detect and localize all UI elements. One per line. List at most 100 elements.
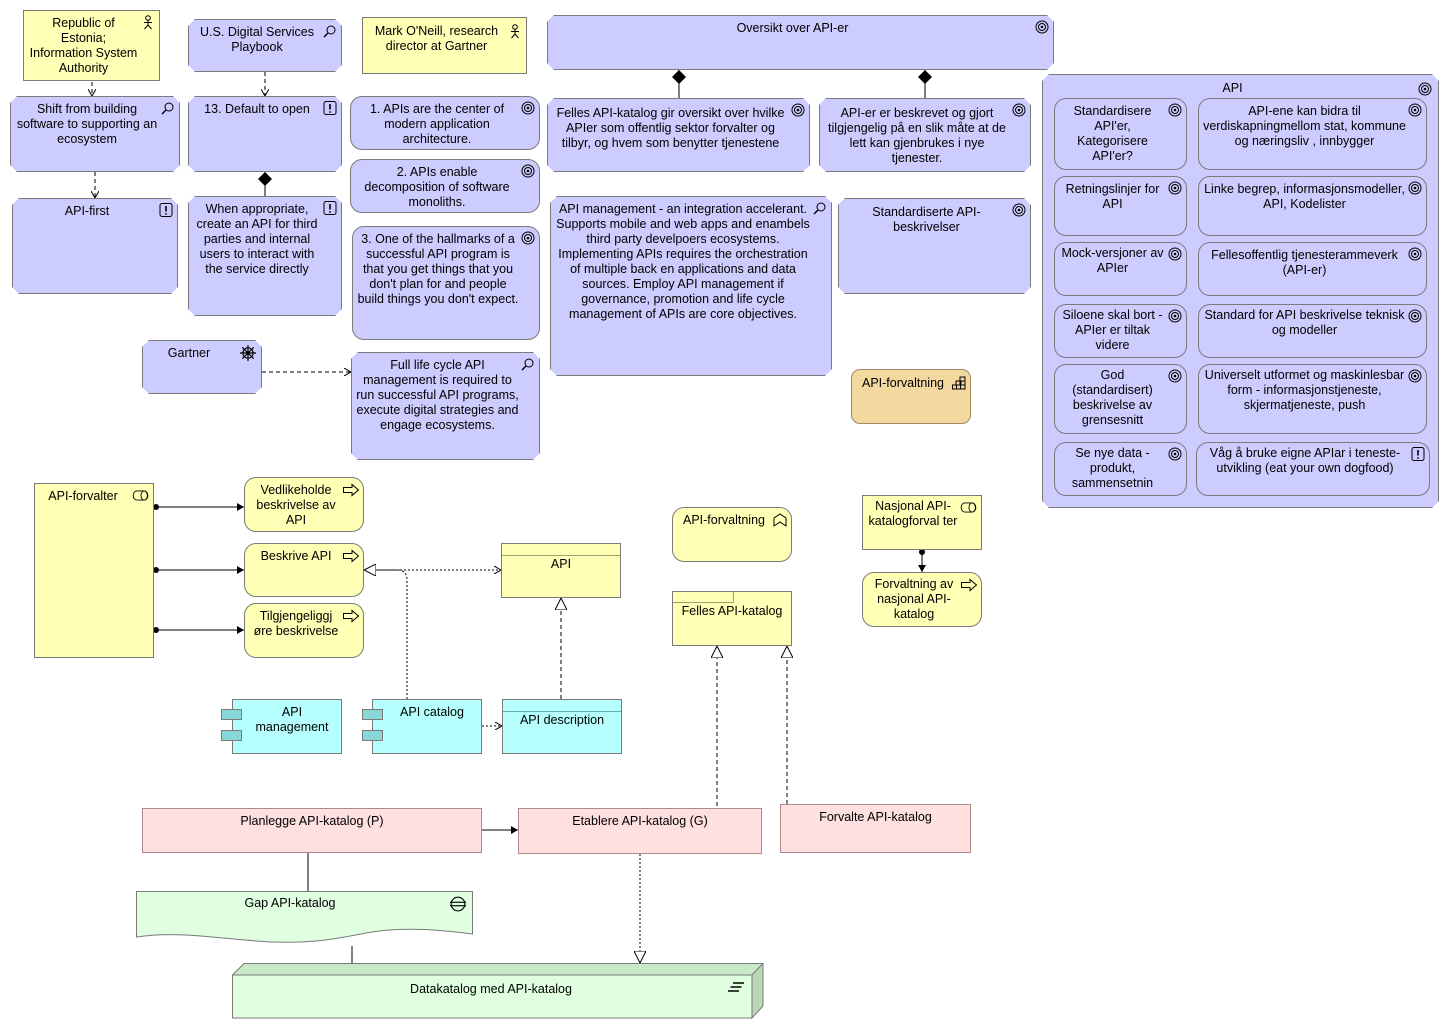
estonia-label: Republic of Estonia; Information System … bbox=[29, 16, 138, 75]
object-divider bbox=[502, 555, 620, 556]
beskrive-label: Beskrive API bbox=[260, 549, 332, 563]
standard-besk-label: Standard for API beskrivelse teknisk og … bbox=[1204, 308, 1405, 337]
component-tab-icon bbox=[362, 730, 383, 741]
standardiserte-goal[interactable]: Standardiserte API-beskrivelser bbox=[838, 198, 1031, 294]
target-icon bbox=[1168, 103, 1182, 117]
product-tab bbox=[673, 592, 734, 603]
god-goal[interactable]: God (standardisert) beskrivelse av grens… bbox=[1054, 364, 1187, 434]
linke-label: Linke begrep, informasjonsmodeller, API,… bbox=[1204, 182, 1405, 211]
target-icon bbox=[1418, 82, 1432, 96]
api-management-driver[interactable]: API management - an integration accelera… bbox=[550, 196, 832, 376]
api-forvalter-label: API-forvalter bbox=[48, 489, 118, 503]
gartner-goal-3-label: 3. One of the hallmarks of a successful … bbox=[357, 232, 519, 306]
target-icon bbox=[1168, 247, 1182, 261]
universelt-label: Universelt utformet og maskinlesbar form… bbox=[1204, 368, 1405, 412]
when-appropriate-label: When appropriate, create an API for thir… bbox=[196, 202, 318, 276]
gap-shape[interactable] bbox=[136, 891, 473, 949]
siloene-goal[interactable]: Siloene skal bort - APIer er tiltak vide… bbox=[1054, 304, 1187, 358]
planlegge-work-package[interactable]: Planlegge API-katalog (P) bbox=[142, 808, 482, 853]
process-arrow-icon bbox=[961, 578, 978, 592]
vedlikeholde-label: Vedlikeholde beskrivelse av API bbox=[256, 483, 336, 527]
function-icon bbox=[773, 513, 787, 527]
gartner-goal-2[interactable]: 2. APIs enable decomposition of software… bbox=[350, 159, 540, 213]
oversikt-label: Oversikt over API-er bbox=[736, 21, 849, 35]
se-nye-goal[interactable]: Se nye data - produkt, sammensetnin bbox=[1054, 442, 1187, 496]
component-tab-icon bbox=[221, 730, 242, 741]
felles-oversikt-goal[interactable]: Felles API-katalog gir oversikt over hvi… bbox=[547, 98, 810, 172]
principle-icon bbox=[159, 203, 173, 217]
datakatalog-plateau[interactable] bbox=[232, 963, 764, 1019]
driver-icon bbox=[240, 345, 256, 361]
api-catalog-component[interactable]: API catalog bbox=[372, 699, 482, 754]
gap-label: Gap API-katalog bbox=[244, 896, 336, 910]
oversikt-goal[interactable]: Oversikt over API-er bbox=[547, 15, 1054, 70]
estonia-stakeholder[interactable]: Republic of Estonia; Information System … bbox=[23, 10, 160, 81]
principle-icon bbox=[323, 201, 337, 215]
full-lifecycle-label: Full life cycle API management is requir… bbox=[356, 358, 519, 432]
target-icon bbox=[1168, 369, 1182, 383]
api-description-data-object[interactable]: API description bbox=[502, 699, 622, 754]
felles-katalog-product[interactable]: Felles API-katalog bbox=[672, 591, 792, 646]
mock-goal[interactable]: Mock-versjoner av APIer bbox=[1054, 242, 1187, 296]
felles-katalog-label: Felles API-katalog bbox=[681, 604, 783, 618]
verdiskaping-goal[interactable]: API-ene kan bidra til verdiskapningmello… bbox=[1198, 98, 1427, 170]
default-open-label: 13. Default to open bbox=[204, 102, 310, 116]
api-forvaltning-capability[interactable]: API-forvaltning bbox=[672, 507, 792, 562]
vag-goal[interactable]: Våg å bruke eigne APIar i teneste-utvikl… bbox=[1196, 442, 1430, 496]
mark-oneill-stakeholder[interactable]: Mark O'Neill, research director at Gartn… bbox=[362, 17, 527, 74]
api-first-label: API-first bbox=[64, 204, 110, 218]
standard-besk-goal[interactable]: Standard for API beskrivelse teknisk og … bbox=[1198, 304, 1427, 358]
gartner-goal-3[interactable]: 3. One of the hallmarks of a successful … bbox=[352, 226, 540, 340]
fellesoffentlig-goal[interactable]: Fellesoffentlig tjenesterammeverk (API-e… bbox=[1198, 242, 1427, 296]
universelt-goal[interactable]: Universelt utformet og maskinlesbar form… bbox=[1198, 364, 1427, 434]
target-icon bbox=[521, 101, 535, 115]
full-lifecycle-driver[interactable]: Full life cycle API management is requir… bbox=[351, 352, 540, 460]
linke-goal[interactable]: Linke begrep, informasjonsmodeller, API,… bbox=[1198, 176, 1427, 236]
api-forvalter-role[interactable]: API-forvalter bbox=[34, 483, 154, 658]
datakatalog-label: Datakatalog med API-katalog bbox=[410, 982, 572, 996]
gartner-driver[interactable]: Gartner bbox=[142, 340, 262, 394]
gartner-goal-1[interactable]: 1. APIs are the center of modern applica… bbox=[350, 96, 540, 150]
beskrive-process[interactable]: Beskrive API bbox=[244, 543, 364, 597]
retningslinjer-label: Retningslinjer for API bbox=[1065, 182, 1160, 211]
retningslinjer-goal[interactable]: Retningslinjer for API bbox=[1054, 176, 1187, 236]
role-icon bbox=[960, 502, 977, 513]
fellesoffentlig-label: Fellesoffentlig tjenesterammeverk (API-e… bbox=[1211, 248, 1398, 277]
verdiskaping-label: API-ene kan bidra til verdiskapningmello… bbox=[1203, 104, 1406, 148]
conn-catalog-beskrive bbox=[364, 570, 408, 699]
api-forvaltning-work-package[interactable]: API-forvaltning bbox=[851, 369, 971, 424]
grid-icon bbox=[952, 376, 966, 390]
target-icon bbox=[1168, 447, 1182, 461]
default-open-principle[interactable]: 13. Default to open bbox=[188, 96, 342, 172]
forvalte-work-package[interactable]: Forvalte API-katalog bbox=[780, 804, 971, 853]
tilgjengelig-label: Tilgjengeliggj øre beskrivelse bbox=[253, 609, 339, 638]
beskrevet-goal[interactable]: API-er er beskrevet og gjort tilgjengeli… bbox=[819, 98, 1031, 172]
when-appropriate-principle[interactable]: When appropriate, create an API for thir… bbox=[188, 196, 342, 316]
felles-oversikt-label: Felles API-katalog gir oversikt over hvi… bbox=[556, 106, 785, 150]
principle-icon bbox=[1411, 447, 1425, 461]
shift-driver[interactable]: Shift from building software to supporti… bbox=[10, 96, 180, 172]
std-kat-goal[interactable]: Standardisere API'er, Kategorisere API'e… bbox=[1054, 98, 1187, 170]
forvaltning-nasjonal-process[interactable]: Forvaltning av nasjonal API-katalog bbox=[862, 572, 982, 627]
api-first-principle[interactable]: API-first bbox=[12, 198, 178, 294]
nasjonal-label: Nasjonal API-katalogforval ter bbox=[868, 499, 958, 528]
nasjonal-role[interactable]: Nasjonal API-katalogforval ter bbox=[862, 495, 982, 550]
search-icon bbox=[323, 24, 337, 38]
target-icon bbox=[1035, 20, 1049, 34]
tilgjengelig-process[interactable]: Tilgjengeliggj øre beskrivelse bbox=[244, 603, 364, 658]
api-business-object[interactable]: API bbox=[501, 543, 621, 598]
us-playbook-driver[interactable]: U.S. Digital Services Playbook bbox=[188, 19, 342, 72]
god-label: God (standardisert) beskrivelse av grens… bbox=[1072, 368, 1153, 427]
us-playbook-label: U.S. Digital Services Playbook bbox=[200, 25, 314, 54]
etablere-label: Etablere API-katalog (G) bbox=[572, 814, 708, 828]
target-icon bbox=[521, 231, 535, 245]
process-arrow-icon bbox=[343, 549, 360, 563]
etablere-work-package[interactable]: Etablere API-katalog (G) bbox=[518, 808, 762, 854]
api-data-label: API bbox=[550, 557, 572, 571]
vedlikeholde-process[interactable]: Vedlikeholde beskrivelse av API bbox=[244, 477, 364, 532]
search-icon bbox=[521, 357, 535, 371]
api-management-component[interactable]: API management bbox=[232, 699, 342, 754]
standardiserte-label: Standardiserte API-beskrivelser bbox=[872, 205, 981, 234]
forvaltning-nasj-label: Forvaltning av nasjonal API-katalog bbox=[874, 577, 954, 621]
